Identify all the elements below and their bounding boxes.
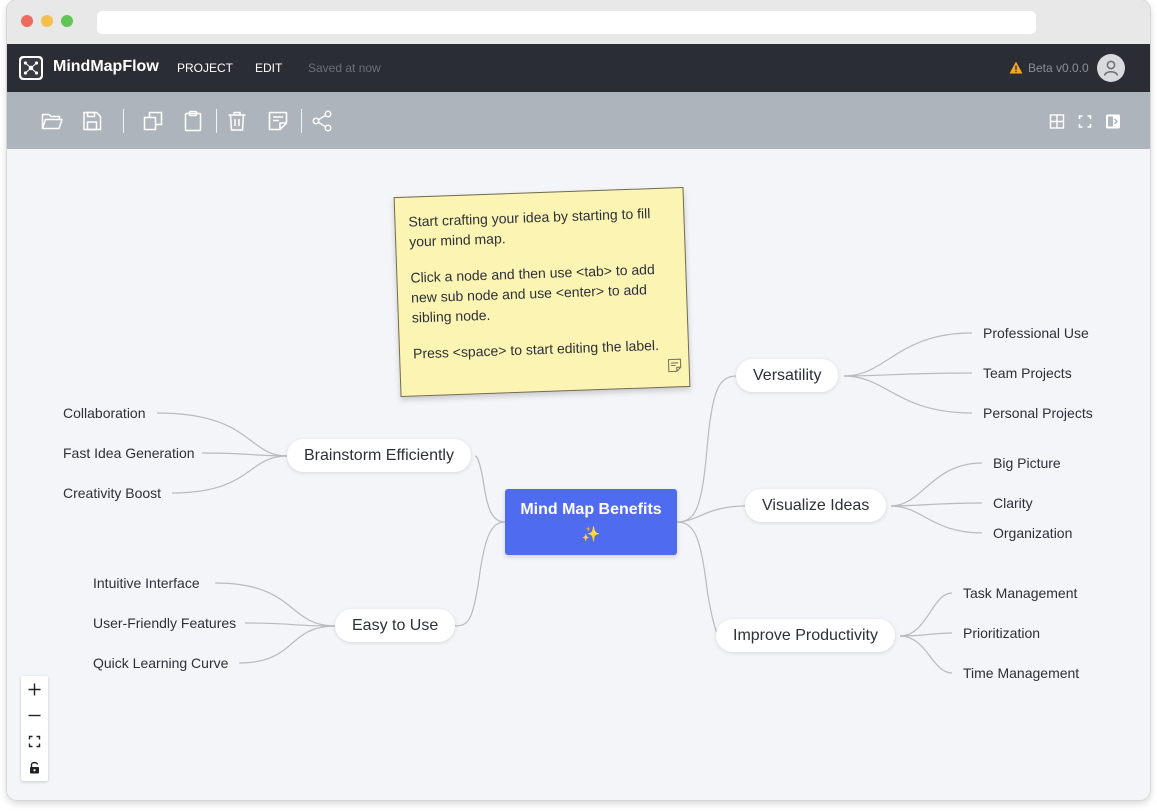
- leaf-user-friendly-features[interactable]: User-Friendly Features: [93, 614, 236, 632]
- leaf-professional-use[interactable]: Professional Use: [983, 324, 1089, 342]
- node-improve-productivity[interactable]: Improve Productivity: [716, 619, 895, 652]
- maximize-window-button[interactable]: [61, 15, 73, 27]
- toolbar-divider: [216, 109, 217, 133]
- note-icon[interactable]: [266, 109, 290, 133]
- delete-icon[interactable]: [225, 109, 249, 133]
- leaf-clarity[interactable]: Clarity: [993, 494, 1033, 512]
- note-icon[interactable]: [666, 357, 683, 379]
- toolbar: [7, 92, 1150, 149]
- node-brainstorm-efficiently[interactable]: Brainstorm Efficiently: [287, 439, 471, 472]
- app-window: MindMapFlow PROJECT EDIT Saved at now Be…: [7, 0, 1150, 800]
- grid-icon[interactable]: [1045, 109, 1069, 133]
- edge-versatility-personal: [844, 376, 972, 413]
- saved-status: Saved at now: [308, 61, 381, 75]
- root-node[interactable]: Mind Map Benefits ✨: [505, 489, 677, 555]
- leaf-time-management[interactable]: Time Management: [963, 664, 1079, 682]
- mindmap-canvas[interactable]: Start crafting your idea by starting to …: [7, 149, 1150, 800]
- app-title: MindMapFlow: [53, 58, 159, 76]
- sparkles-icon: ✨: [505, 525, 677, 543]
- sticky-note-paragraph: Click a node and then use <tab> to add n…: [410, 258, 675, 327]
- node-versatility[interactable]: Versatility: [736, 359, 838, 392]
- toggle-panel-icon[interactable]: [1101, 109, 1125, 133]
- user-avatar[interactable]: [1097, 54, 1125, 82]
- edge-visualize-organization: [891, 506, 982, 533]
- toolbar-divider: [301, 109, 302, 133]
- menu-edit[interactable]: EDIT: [255, 61, 282, 75]
- fit-screen-icon[interactable]: [1073, 109, 1097, 133]
- app-header: MindMapFlow PROJECT EDIT Saved at now Be…: [7, 44, 1150, 92]
- menu-project[interactable]: PROJECT: [177, 61, 233, 75]
- app-logo-icon: [19, 56, 43, 80]
- share-icon[interactable]: [310, 109, 334, 133]
- open-folder-icon[interactable]: [40, 109, 64, 133]
- edge-root-productivity: [677, 522, 717, 636]
- fit-view-icon[interactable]: [21, 728, 48, 754]
- leaf-prioritization[interactable]: Prioritization: [963, 624, 1040, 642]
- leaf-quick-learning-curve[interactable]: Quick Learning Curve: [93, 654, 228, 672]
- lock-icon[interactable]: [21, 754, 48, 780]
- paste-icon[interactable]: [181, 109, 205, 133]
- leaf-team-projects[interactable]: Team Projects: [983, 364, 1072, 382]
- warning-icon: [1009, 61, 1023, 79]
- minimize-window-button[interactable]: [41, 15, 53, 27]
- leaf-big-picture[interactable]: Big Picture: [993, 454, 1061, 472]
- root-node-label: Mind Map Benefits: [505, 501, 677, 519]
- toolbar-divider: [123, 109, 124, 133]
- browser-title-bar: [7, 0, 1150, 44]
- sticky-note-paragraph: Start crafting your idea by starting to …: [408, 202, 672, 251]
- edge-productivity-task: [900, 593, 952, 636]
- sticky-note[interactable]: Start crafting your idea by starting to …: [394, 187, 691, 397]
- leaf-fast-idea-generation[interactable]: Fast Idea Generation: [63, 444, 195, 462]
- leaf-organization[interactable]: Organization: [993, 524, 1072, 542]
- zoom-in-icon[interactable]: [21, 676, 48, 702]
- save-icon[interactable]: [80, 109, 104, 133]
- edge-productivity-time: [900, 636, 952, 673]
- leaf-personal-projects[interactable]: Personal Projects: [983, 404, 1093, 422]
- version-label: Beta v0.0.0: [1028, 61, 1089, 75]
- node-easy-to-use[interactable]: Easy to Use: [335, 609, 455, 642]
- leaf-creativity-boost[interactable]: Creativity Boost: [63, 484, 161, 502]
- zoom-out-icon[interactable]: [21, 702, 48, 728]
- zoom-controls: [21, 676, 48, 781]
- address-bar[interactable]: [97, 11, 1036, 34]
- sticky-note-paragraph: Press <space> to start editing the label…: [413, 334, 677, 363]
- leaf-intuitive-interface[interactable]: Intuitive Interface: [93, 574, 200, 592]
- edge-versatility-professional: [844, 333, 972, 376]
- edge-easy-quick-learning: [239, 626, 335, 663]
- edge-versatility-team: [844, 373, 972, 376]
- leaf-task-management[interactable]: Task Management: [963, 584, 1077, 602]
- close-window-button[interactable]: [21, 15, 33, 27]
- edge-root-brainstorm: [475, 456, 505, 522]
- node-visualize-ideas[interactable]: Visualize Ideas: [745, 489, 886, 522]
- edge-root-easy: [455, 522, 505, 626]
- edge-visualize-big-picture: [891, 463, 982, 506]
- leaf-collaboration[interactable]: Collaboration: [63, 404, 146, 422]
- edge-root-versatility: [677, 376, 737, 522]
- copy-icon[interactable]: [141, 109, 165, 133]
